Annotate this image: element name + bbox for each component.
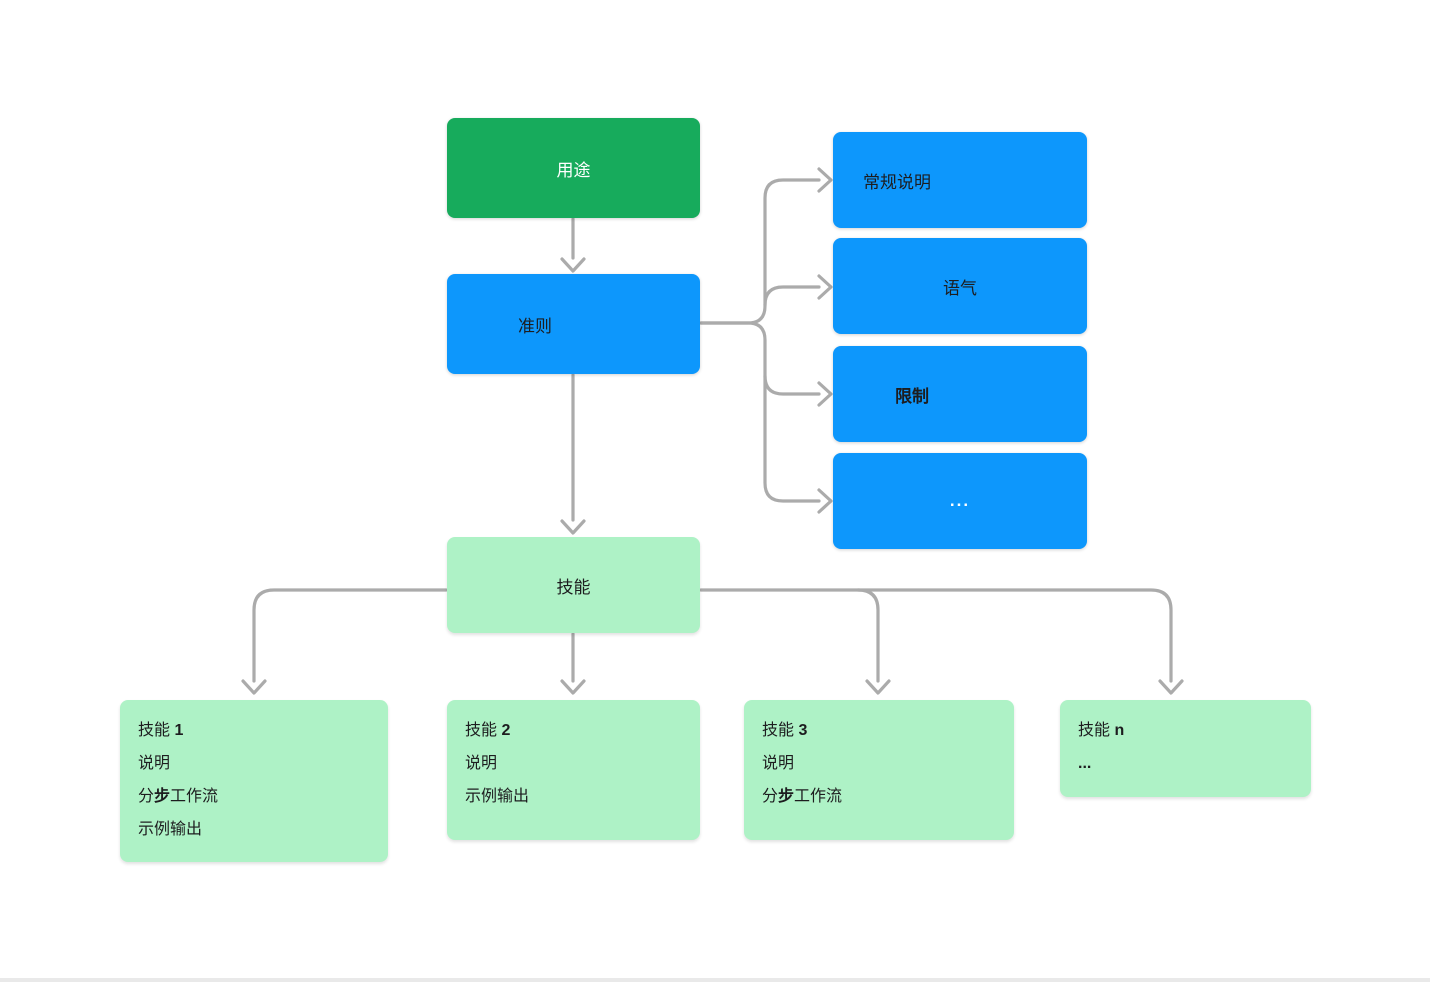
skill-card-text-segment: n — [1114, 722, 1125, 739]
skill-card-text-segment: 分 — [138, 788, 155, 805]
skill-card-line: 技能 n — [1078, 714, 1293, 747]
arrowhead-right — [817, 274, 833, 300]
skill-card-text-segment: 示例输出 — [465, 788, 530, 805]
guidelines-label: 准则 — [518, 316, 552, 336]
tone-node: 语气 — [833, 238, 1087, 334]
arrowhead-down — [1158, 679, 1184, 695]
arrowhead-down — [865, 679, 891, 695]
arrow-skills-to-card1 — [252, 588, 448, 683]
arrow-guidelines-to-tone — [763, 285, 821, 307]
arrow-skills-to-card3 — [856, 588, 880, 683]
general-instructions-label: 常规说明 — [863, 172, 931, 192]
skill-card-text-segment: 2 — [501, 722, 511, 739]
skill-card-line: 分步工作流 — [762, 780, 996, 813]
arrowhead-down — [560, 257, 586, 273]
skill-card-text-segment: 1 — [174, 722, 184, 739]
arrowhead-down — [560, 519, 586, 535]
skills-label: 技能 — [556, 577, 591, 597]
footer-divider — [0, 978, 1430, 982]
skill-card-text-segment: 说明 — [762, 755, 795, 772]
skill-card-line: 示例输出 — [465, 780, 682, 813]
skill-card-text-segment: 示例输出 — [138, 821, 203, 838]
arrowhead-right — [817, 167, 833, 193]
guidelines-node: 准则 — [447, 274, 700, 374]
skill-card-text-segment: 分 — [762, 788, 779, 805]
arrow-guidelines-to-general — [699, 178, 821, 325]
skill-card-text-segment: 技能 — [1078, 722, 1115, 739]
skill-card-line: 分步工作流 — [138, 780, 370, 813]
arrow-skills-to-card4 — [699, 588, 1173, 683]
arrowhead-right — [817, 488, 833, 514]
skill-card-text-segment: 技能 — [138, 722, 175, 739]
skill-card-line: 技能 2 — [465, 714, 682, 747]
skill-card-text-segment: 技能 — [465, 722, 502, 739]
skill-card-text-segment: 工作流 — [794, 788, 843, 805]
restrictions-label: 限制 — [895, 386, 929, 406]
arrowhead-down — [560, 679, 586, 695]
skill-card-line: 说明 — [762, 747, 996, 780]
skill-card-text-segment: 说明 — [465, 755, 498, 772]
skill-card-text-segment: 说明 — [138, 755, 171, 772]
ellipsis-node: ... — [833, 453, 1087, 549]
purpose-label: 用途 — [556, 160, 591, 180]
arrow-guidelines-to-ellipsis — [699, 321, 821, 503]
skill-card-line: ... — [1078, 747, 1293, 780]
skill-card-text-segment: 步 — [154, 788, 171, 805]
skill-card-text-segment: 步 — [778, 788, 795, 805]
skill-card-line: 技能 3 — [762, 714, 996, 747]
skill-card-text-segment: 技能 — [762, 722, 799, 739]
arrowhead-down — [241, 679, 267, 695]
arrow-guidelines-to-restrictions — [763, 374, 821, 396]
purpose-node: 用途 — [447, 118, 700, 218]
restrictions-node: 限制 — [833, 346, 1087, 442]
skill-card-text-segment: 3 — [798, 722, 808, 739]
skill-card-text-segment: ... — [1078, 755, 1092, 772]
skill-card-n: 技能 n... — [1060, 700, 1311, 797]
skill-card-line: 技能 1 — [138, 714, 370, 747]
skill-card-line: 说明 — [465, 747, 682, 780]
ellipsis-label: ... — [949, 491, 971, 510]
skill-card-text-segment: 工作流 — [170, 788, 219, 805]
general-instructions-node: 常规说明 — [833, 132, 1087, 228]
skill-card-line: 示例输出 — [138, 813, 370, 846]
tone-label: 语气 — [943, 278, 977, 298]
skills-node: 技能 — [447, 537, 700, 633]
skill-card-line: 说明 — [138, 747, 370, 780]
arrowhead-right — [817, 381, 833, 407]
